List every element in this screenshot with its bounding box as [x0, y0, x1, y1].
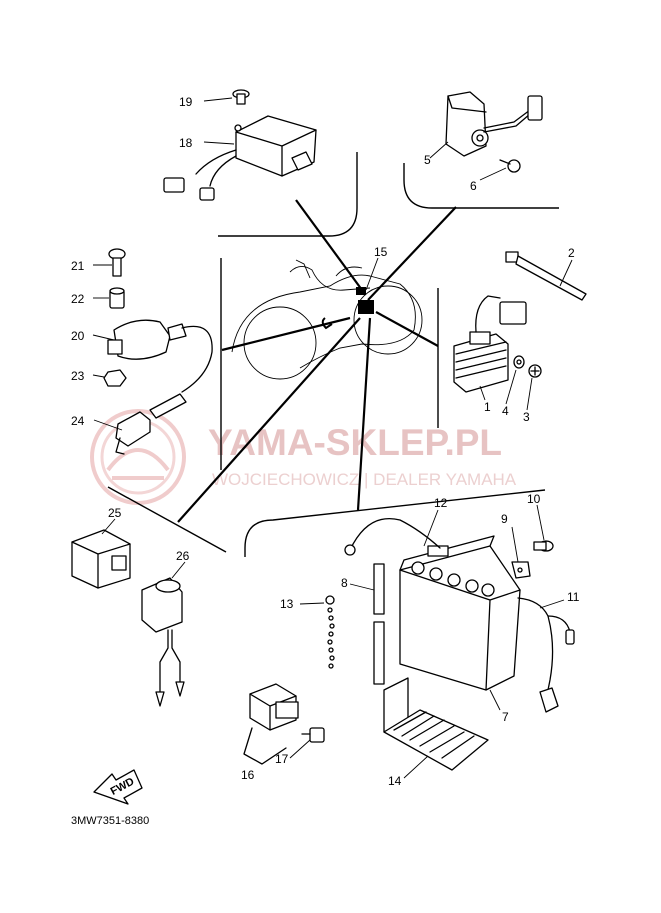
- motorcycle-outline: [231, 259, 423, 380]
- rectifier-regulator-icon: [453, 295, 527, 393]
- wiring-harness-center-icon: [356, 287, 374, 314]
- route-to-top-right: [367, 206, 457, 301]
- bolt-3-icon: [528, 364, 542, 378]
- fuse-17-icon: [301, 727, 325, 743]
- callout-labels: 1 2 3 4 5 6 7 8 9 10 11 12 13 14 15 16 1…: [71, 95, 580, 788]
- relay-25-icon: [71, 529, 131, 589]
- callout-10: 10: [527, 492, 541, 506]
- leader-lines: [92, 97, 573, 779]
- cable-band-icon: [505, 251, 587, 301]
- callout-21: 21: [71, 259, 85, 273]
- leader-16-bracket: [243, 727, 287, 765]
- bolt-10-icon: [533, 540, 554, 552]
- callout-15: 15: [374, 245, 388, 259]
- callout-6: 6: [470, 179, 477, 193]
- callout-2: 2: [568, 246, 575, 260]
- battery-tray-14-icon: [383, 677, 489, 771]
- bracket-top-left: [218, 152, 358, 237]
- route-to-right: [375, 311, 439, 347]
- callout-22: 22: [71, 292, 85, 306]
- route-to-top-left: [295, 199, 363, 291]
- route-to-lower-left: [177, 317, 361, 523]
- watermark-subtitle: WOJCIECHOWICZ | DEALER YAMAHA: [212, 470, 517, 489]
- bracket-top-right: [403, 163, 559, 209]
- callout-14: 14: [388, 774, 402, 788]
- watermark-title: YAMA-SKLEP.PL: [208, 422, 502, 463]
- bracket-lower-right: [244, 489, 546, 557]
- callout-3: 3: [523, 410, 530, 424]
- starter-relay-16-icon: [249, 683, 299, 731]
- callout-16: 16: [241, 768, 255, 782]
- callout-26: 26: [176, 549, 190, 563]
- spark-plug-cap-icon: [115, 393, 187, 455]
- route-to-lower-right: [356, 317, 372, 511]
- flasher-relay-26-icon: [141, 577, 185, 707]
- callout-12: 12: [434, 496, 448, 510]
- battery-band-9-icon: [511, 561, 531, 579]
- callout-17: 17: [275, 752, 289, 766]
- cdi-unit-icon: [163, 115, 317, 201]
- callout-1: 1: [484, 400, 491, 414]
- breather-pipe-8-icon: [373, 563, 385, 685]
- bracket-lower-left: [107, 486, 227, 553]
- washer-4-icon: [513, 355, 525, 369]
- callout-7: 7: [502, 710, 509, 724]
- part-number-code: 3MW7351-8380: [71, 815, 149, 827]
- callout-4: 4: [502, 404, 509, 418]
- callout-11: 11: [567, 590, 580, 604]
- route-to-left: [221, 316, 351, 352]
- bolt-19-icon: [232, 89, 250, 105]
- callout-19: 19: [179, 95, 193, 109]
- ignition-coil-icon: [107, 319, 213, 393]
- callout-23: 23: [71, 369, 85, 383]
- screw-21-icon: [108, 248, 126, 277]
- callout-24: 24: [71, 414, 85, 428]
- fwd-arrow-icon: FWD: [93, 769, 143, 805]
- collar-22-icon: [109, 287, 125, 309]
- callout-5: 5: [424, 153, 431, 167]
- battery-cable-12-icon: [344, 518, 441, 556]
- callout-20: 20: [71, 329, 85, 343]
- watermark: YAMA-SKLEP.PL WOJCIECHOWICZ | DEALER YAM…: [90, 409, 517, 505]
- callout-18: 18: [179, 136, 193, 150]
- minus-lead-11-icon: [517, 597, 575, 713]
- screw-6-icon: [499, 159, 521, 173]
- chain-13-icon: [325, 595, 335, 669]
- ignition-switch-icon: [445, 91, 543, 157]
- callout-13: 13: [280, 597, 294, 611]
- callout-8: 8: [341, 576, 348, 590]
- callout-9: 9: [501, 512, 508, 526]
- nut-23-icon: [103, 369, 127, 387]
- callout-25: 25: [108, 506, 122, 520]
- battery-icon: [399, 535, 521, 691]
